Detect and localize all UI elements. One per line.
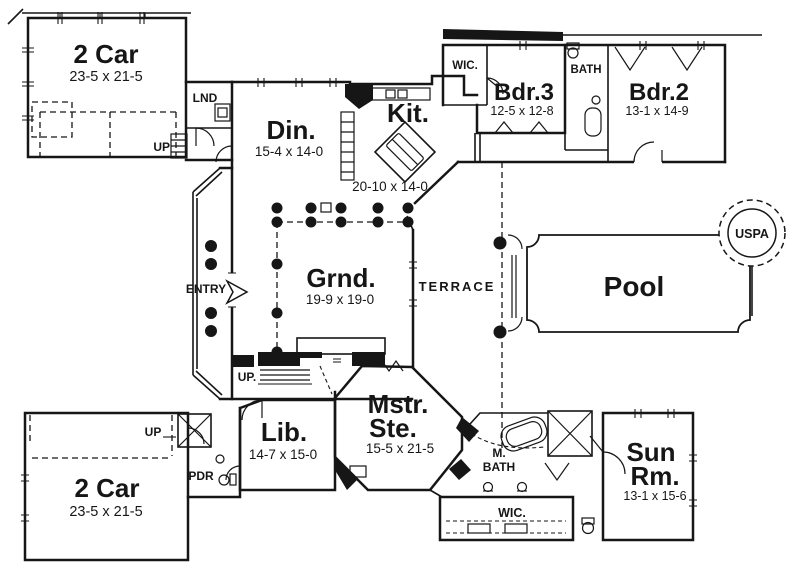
center-stairs: UP. (232, 355, 312, 385)
pantry (340, 84, 373, 181)
master-name-line1: Mstr. (368, 389, 429, 419)
tub-icon (584, 107, 602, 137)
toilet-icon (567, 47, 579, 59)
grand-name: Grnd. (306, 263, 375, 293)
porch-columns (205, 240, 217, 337)
master-dims: 15-5 x 21-5 (366, 441, 434, 456)
garage-bottom-name: 2 Car (74, 473, 139, 503)
door-arc (486, 77, 504, 95)
library: Lib. 14-7 x 15-0 (238, 390, 337, 492)
wic-bottom-label: WIC. (498, 506, 526, 520)
kitchen: Kit. 20-10 x 14-0 (348, 74, 479, 194)
wic-top-label: WIC. (452, 60, 478, 72)
master-bath-line1: M. (492, 446, 505, 460)
door-arc (589, 435, 626, 475)
pool-outline (526, 234, 751, 333)
grand-dims: 19-9 x 19-0 (306, 292, 374, 307)
sink-icon (516, 481, 528, 493)
column-dots (271, 202, 414, 358)
dining-dims: 15-4 x 14-0 (255, 144, 323, 159)
sink-icon (215, 454, 225, 464)
dining-room: Din. 15-4 x 14-0 (230, 78, 352, 159)
laundry-corridor: UP LND (153, 80, 234, 163)
sink-icon (482, 481, 494, 493)
door-arc (633, 141, 663, 163)
terrace-label: TERRACE (419, 279, 496, 294)
bath-top-label: BATH (570, 64, 601, 76)
master-name-line2: Ste. (369, 413, 417, 443)
column-dot (493, 325, 507, 339)
spa-circle: USPA (718, 199, 786, 267)
sunroom-name-line1: Sun (626, 437, 675, 467)
toilet-icon (218, 474, 230, 486)
sink-icon (591, 95, 601, 105)
powder-label: PDR (188, 469, 214, 483)
dining-name: Din. (266, 115, 315, 145)
shower-icon (547, 410, 593, 457)
sunroom-dims: 13-1 x 15-6 (623, 489, 686, 503)
laundry-label: LND (193, 91, 218, 105)
up-bottom-label: UP (145, 425, 162, 439)
bdr3-dims: 12-5 x 12-8 (490, 104, 553, 118)
garage-top: 2 Car 23-5 x 21-5 (22, 12, 188, 159)
sun-room: Sun Rm. 13-1 x 15-6 (589, 409, 697, 542)
wic-bottom: WIC. (438, 495, 595, 542)
master-suite: Mstr. Ste. 15-5 x 21-5 (333, 359, 479, 492)
up-center-label: UP. (238, 370, 256, 384)
fireplace-icon (258, 337, 386, 395)
entry-porch: ENTRY (186, 80, 414, 401)
master-bath-line2: BATH (483, 460, 515, 474)
bdr3-name: Bdr.3 (494, 79, 554, 106)
library-dims: 14-7 x 15-0 (249, 447, 317, 462)
garage-top-name: 2 Car (73, 39, 138, 69)
door-arc (215, 145, 233, 163)
roof-lines (7, 8, 762, 41)
stairs-icon (170, 133, 188, 159)
library-name: Lib. (261, 417, 307, 447)
kitchen-dims: 20-10 x 14-0 (352, 179, 428, 194)
washer-icon (214, 103, 231, 122)
entry-label: ENTRY (186, 282, 226, 296)
spa-label: USPA (735, 227, 769, 241)
sunroom-name-line2: Rm. (630, 461, 679, 491)
door-arc (241, 399, 263, 421)
pool-label: Pool (604, 271, 665, 302)
range-icon (385, 89, 396, 99)
grand-room: Grnd. 19-9 x 19-0 (258, 202, 417, 395)
stairs-icon (177, 413, 212, 448)
door-arc (195, 127, 215, 147)
kitchen-name: Kit. (387, 98, 429, 128)
kitchen-island-icon (373, 120, 437, 184)
master-bath: M. BATH (429, 410, 593, 498)
garage-bottom-dims: 23-5 x 21-5 (69, 504, 142, 520)
bdr2-dims: 13-1 x 14-9 (625, 104, 688, 118)
door-arc (187, 427, 241, 481)
entry-arrow-icon (225, 279, 249, 305)
bdr2-name: Bdr.2 (629, 79, 689, 106)
bedroom-wing: WIC. Bdr.3 12-5 x 12-8 BATH Bdr.2 13-1 x… (413, 41, 727, 205)
toilet-icon (581, 521, 595, 535)
pool-area: USPA Pool (526, 199, 786, 333)
tub-icon (500, 416, 548, 452)
terrace: TERRACE (419, 162, 523, 450)
column-dot (493, 236, 507, 250)
garage-bottom: 2 Car 23-5 x 21-5 UP PDR (21, 408, 242, 562)
garage-top-dims: 23-5 x 21-5 (69, 69, 142, 85)
up-top-label: UP (153, 140, 170, 154)
